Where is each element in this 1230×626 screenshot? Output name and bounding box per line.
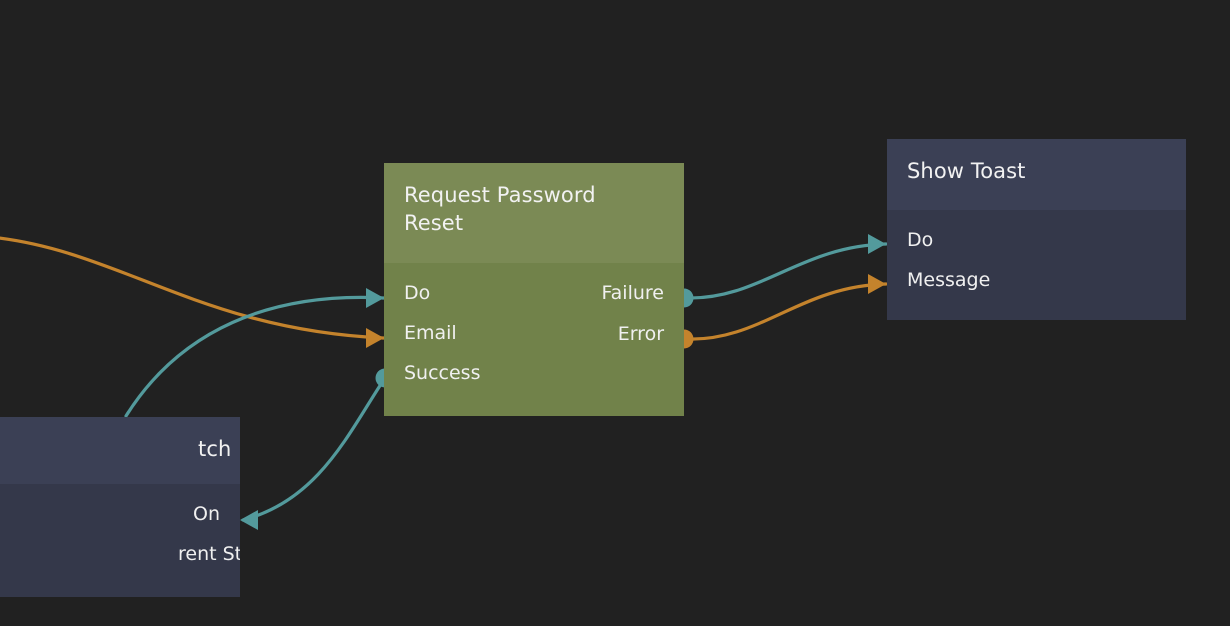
port-label-failure: Failure [601, 282, 664, 304]
port-label-error: Error [617, 323, 664, 345]
port-row-input-success[interactable]: Success [384, 353, 684, 393]
arrowhead-edge-switch-to-do [366, 288, 384, 308]
node-show-toast[interactable]: Show Toast Do Message [887, 139, 1186, 320]
node-title: Request Password Reset [404, 183, 596, 235]
edge-edge-offscreen-to-email[interactable] [0, 236, 386, 340]
port-label-email: Email [404, 322, 457, 344]
port-row-output-on[interactable]: On [0, 494, 240, 534]
node-header[interactable]: tch [0, 417, 240, 484]
port-row-output-failure[interactable]: Failure [384, 273, 684, 313]
port-label-do: Do [907, 229, 934, 251]
edge-edge-switch-to-do[interactable] [124, 295, 386, 418]
node-body: Do Email Success Failure Error [384, 263, 684, 393]
port-label-message: Message [907, 269, 991, 291]
port-label-current-state: rent State [178, 543, 240, 565]
arrowhead-edge-offscreen-to-email [366, 328, 384, 348]
arrowhead-edge-error-to-message [868, 274, 886, 294]
node-title: tch [198, 437, 232, 461]
node-request-password-reset[interactable]: Request Password Reset Do Email Success … [384, 163, 684, 416]
port-label-do: Do [404, 282, 431, 304]
edge-edge-failure-to-do[interactable] [684, 242, 888, 300]
edge-edge-success-to-on[interactable] [241, 376, 387, 522]
port-row-output-current-state[interactable]: rent State [0, 534, 240, 574]
arrowhead-edge-success-to-on [240, 510, 258, 530]
port-label-on: On [193, 503, 220, 525]
edge-edge-error-to-message[interactable] [684, 282, 888, 341]
node-body: Do Message [887, 210, 1186, 300]
node-body: On rent State [0, 484, 240, 574]
port-row-input-do[interactable]: Do [887, 220, 1186, 260]
arrowhead-edge-failure-to-do [868, 234, 886, 254]
port-row-input-do[interactable]: Do [384, 273, 684, 313]
node-header[interactable]: Request Password Reset [384, 163, 684, 263]
node-switch[interactable]: tch On rent State [0, 417, 240, 597]
node-header[interactable]: Show Toast [887, 139, 1186, 210]
port-row-input-email[interactable]: Email [384, 313, 684, 353]
port-row-output-error[interactable]: Error [384, 314, 684, 354]
port-label-success: Success [404, 362, 481, 384]
port-row-input-message[interactable]: Message [887, 260, 1186, 300]
node-title: Show Toast [907, 159, 1026, 183]
